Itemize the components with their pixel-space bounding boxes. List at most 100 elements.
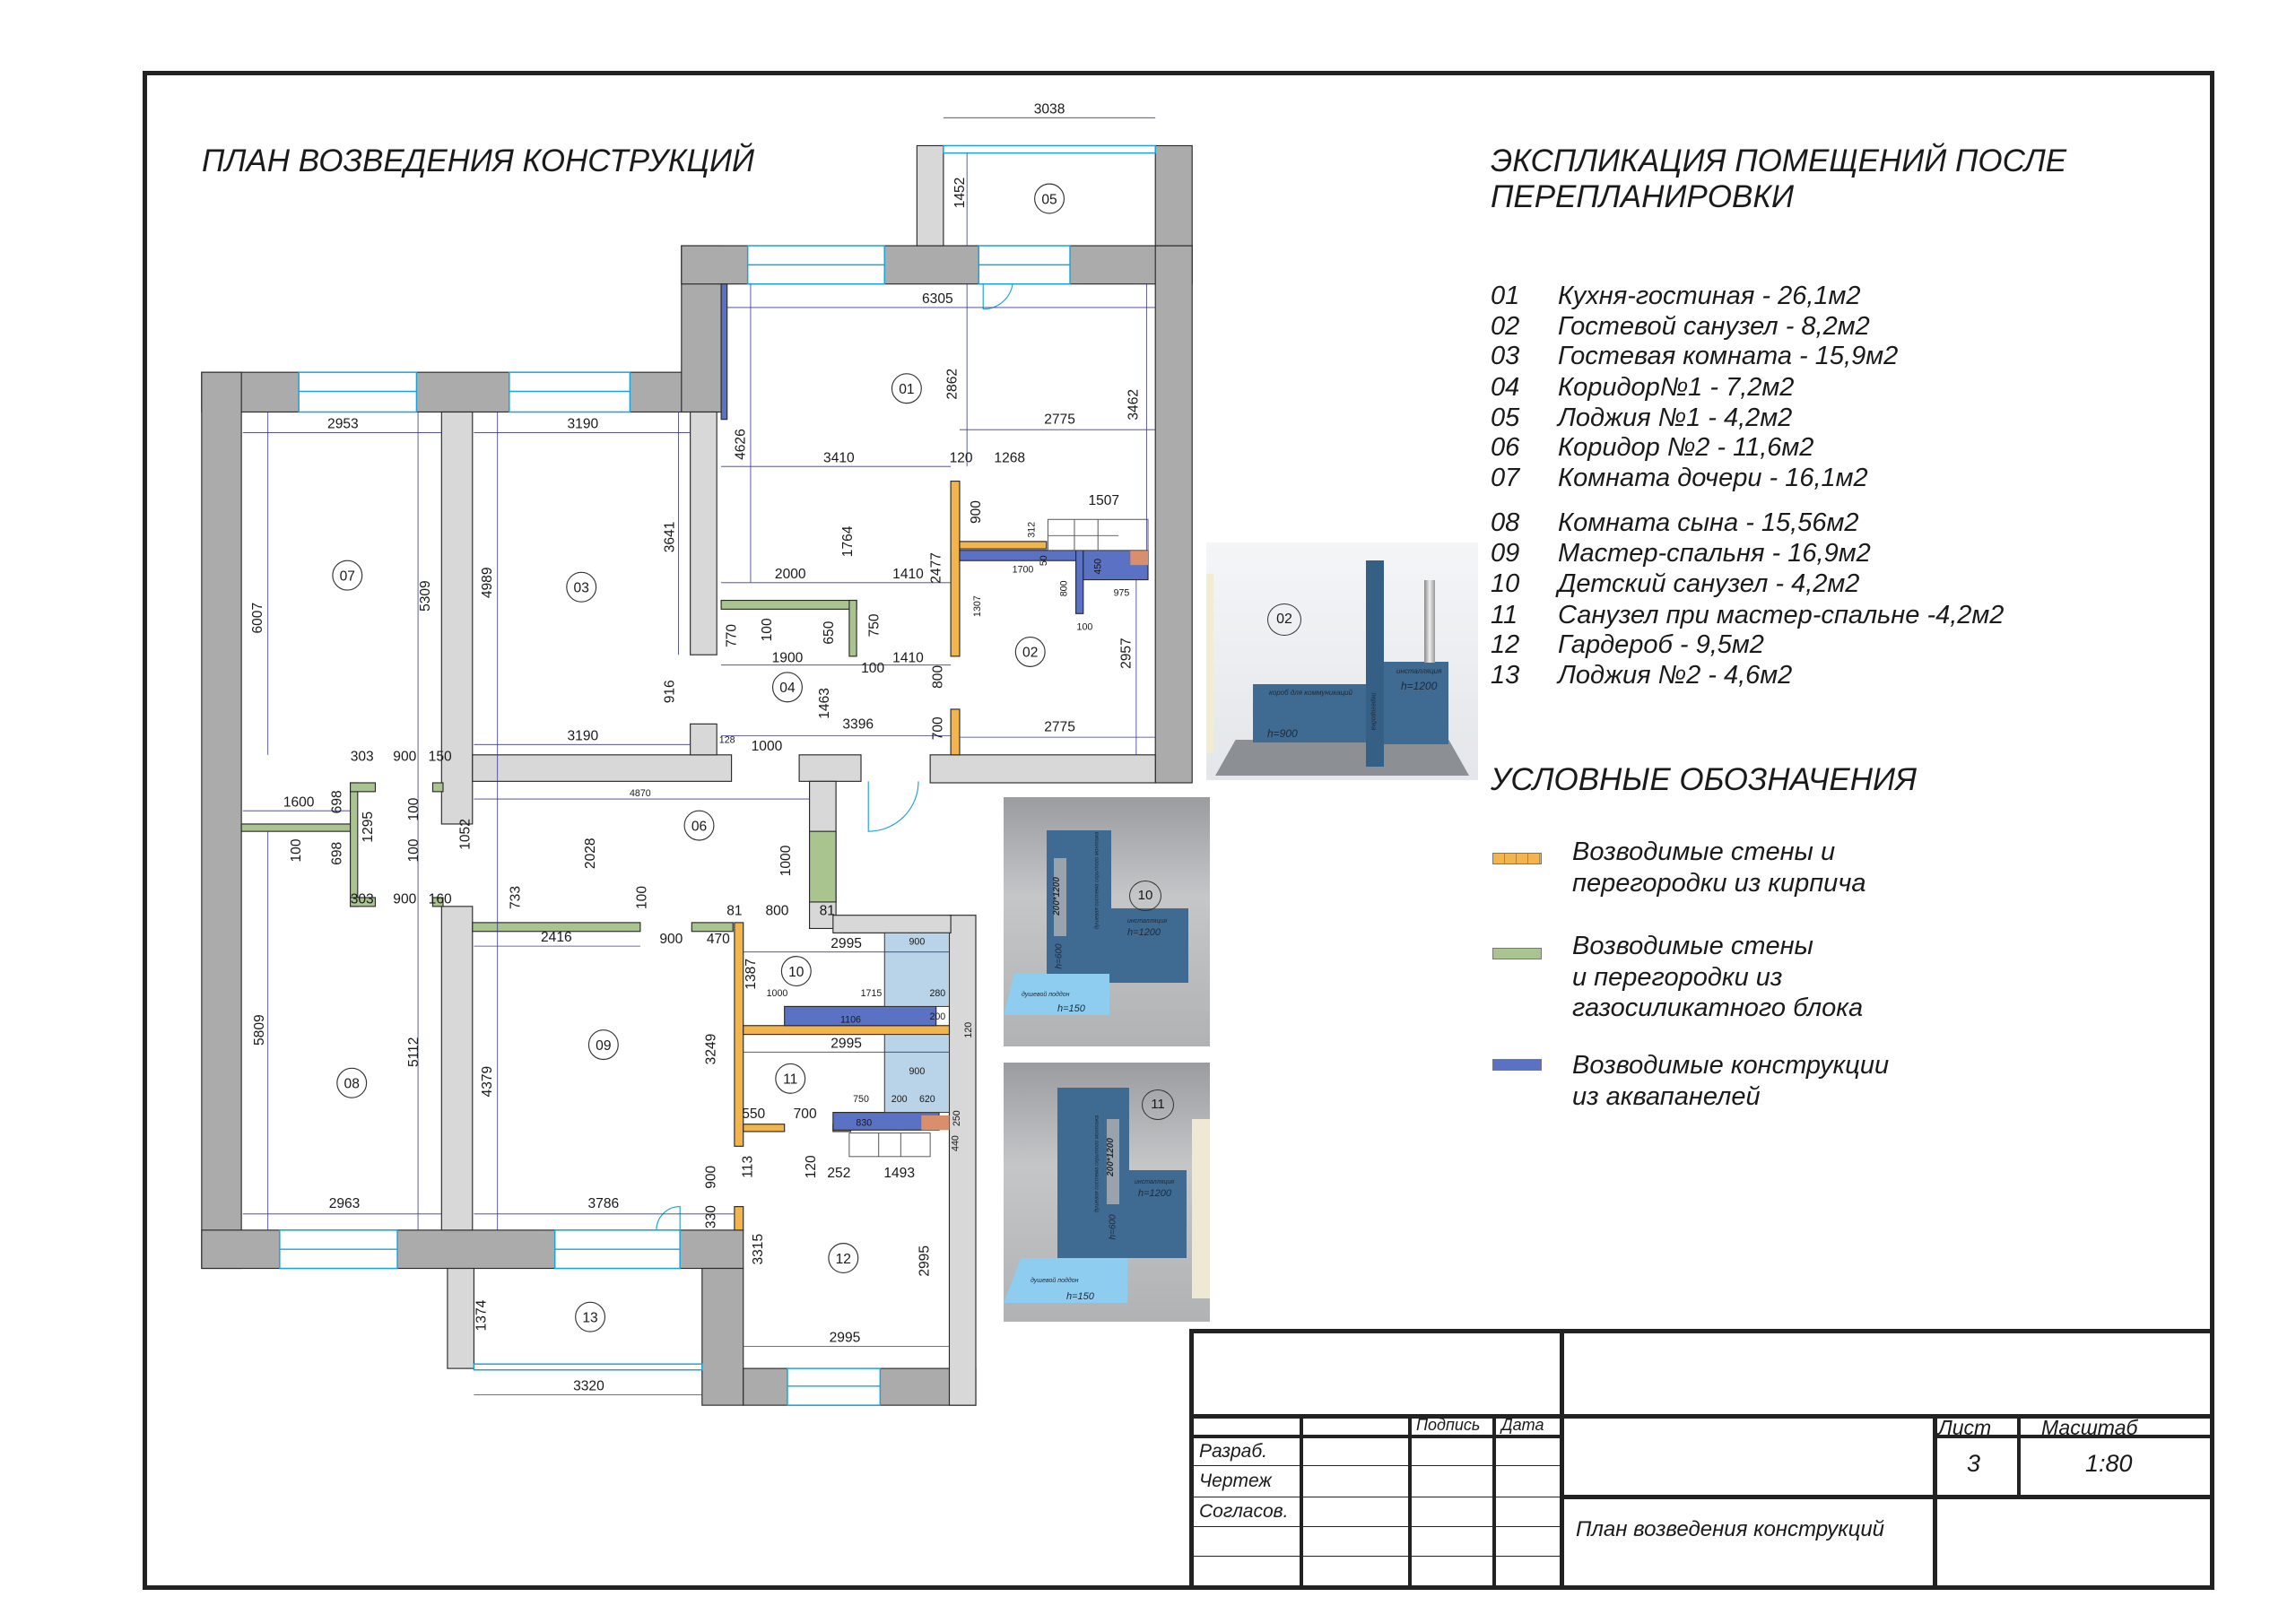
dimension-label: 698 [330,842,345,865]
room-marker-label: 06 [691,819,707,834]
dimension-label: 160 [429,892,452,907]
dimension-label: 4989 [480,567,495,598]
dimension-label: 975 [1114,588,1130,599]
dimension-label: 1493 [883,1166,915,1181]
render-room-02: 02 короб для коммуникаций h=900 инсталля… [1206,542,1478,780]
room-marker-label: 10 [788,965,804,980]
room-marker-circle [1014,636,1046,667]
dimension-label: 2953 [327,417,359,432]
dimension-label: 5112 [406,1037,422,1068]
col-sign-label: Подпись [1416,1416,1481,1434]
dimension-label: 2862 [945,369,961,400]
dimension-label: 3249 [704,1034,719,1065]
dimension-label: 50 [1039,555,1049,566]
dimension-label: 698 [330,790,345,813]
dimension-label: 3641 [663,522,678,553]
legend-gasblock-swatch [1492,948,1542,959]
dimension-label: 900 [659,932,683,947]
dimension-label: 1452 [952,178,968,209]
dimension-lines [242,117,1156,1396]
gas-block-walls [240,599,857,933]
dimension-label: 2963 [329,1196,361,1211]
room-marker-label: 05 [1041,192,1057,207]
dimension-label: 770 [725,624,740,647]
render-label: инсталляция [1127,918,1168,924]
dimension-label: 900 [909,1066,925,1077]
title-block: Подпись Дата Разраб. Чертеж Согласов. Ли… [1189,1329,2213,1586]
dimension-label: 6305 [922,291,953,307]
render-label: h=150 [1066,1291,1094,1302]
dimension-label: 1307 [972,595,983,617]
room-name-area: Детский санузел - 4,2м2 [1558,569,1860,598]
dimension-label: 128 [719,735,735,746]
room-marker-label: 11 [783,1072,797,1088]
room-marker-label: 09 [596,1038,611,1054]
dimension-label: 100 [861,661,884,676]
render-label: инсталляция [1135,1179,1175,1185]
dimension-label: 3315 [751,1234,766,1265]
room-number: 01 [1491,282,1520,310]
room-marker-label: 01 [899,382,914,397]
render-label: h=1200 [1127,927,1161,938]
dimension-label: 3396 [842,716,874,732]
dimension-label: 1000 [752,739,783,754]
dimension-label: 312 [1027,522,1038,538]
render-label: инсталляция [1396,667,1442,675]
drawing-frame [143,71,2214,1590]
room-name-area: Коридор №2 - 11,6м2 [1558,433,1814,462]
dimension-label: 900 [909,937,925,948]
dimension-label: 5309 [418,580,433,612]
room-number: 10 [1491,569,1520,598]
dimension-label: 650 [822,621,837,644]
dimension-label: 120 [950,450,973,465]
dimension-label: 733 [508,886,523,909]
dimension-label: 2775 [1044,412,1075,428]
room-marker-circle [336,1067,368,1098]
dimension-label: 120 [804,1155,819,1178]
dimension-label: 1507 [1088,493,1119,508]
room-number: 12 [1491,630,1520,659]
dimension-label: 1463 [817,688,832,719]
dimension-label: 900 [393,892,416,907]
room-marker-circle [771,672,803,703]
dimension-label: 750 [853,1094,869,1105]
room-name-area: Санузел при мастер-спальне -4,2м2 [1558,601,2005,629]
dimension-label: 81 [820,904,835,919]
render-label: короб для коммуникаций [1269,689,1352,697]
dimension-label: 3320 [573,1379,604,1394]
dimension-label: 2416 [541,930,572,945]
dimension-label: 800 [930,665,945,689]
sheet-label: Лист [1938,1416,1992,1439]
room-number: 08 [1491,508,1520,537]
dimension-label: 1764 [840,525,856,557]
room-marker-label: 08 [344,1077,360,1092]
dimension-label: 3038 [1034,101,1065,117]
dimension-label: 1410 [892,567,924,582]
room-number: 03 [1491,342,1520,370]
dimension-label: 113 [741,1156,756,1178]
dimension-label: 620 [919,1094,935,1105]
kitchen-counter [848,518,1149,1158]
dimension-label: 3462 [1126,389,1142,421]
room-marker-label: 07 [340,568,355,584]
room-name-area: Гостевой санузел - 8,2м2 [1558,312,1870,341]
scale-value: 1:80 [2085,1450,2133,1477]
dimension-label: 1000 [778,845,794,876]
room-number: 02 [1491,312,1520,341]
room-marker-label: 04 [779,681,796,696]
room-marker-label: 13 [582,1310,597,1325]
dimension-label: 2028 [583,838,598,869]
dimension-label: 1295 [361,812,376,843]
room-marker-circle [575,1301,606,1332]
scale-label: Масштаб [2041,1416,2138,1439]
dimension-label: 1900 [772,650,804,665]
dimension-label: 1106 [840,1014,861,1025]
room-name-area: Коридор№1 - 7,2м2 [1558,373,1795,402]
room-marker-circle [1034,183,1065,214]
dimension-label: 303 [351,892,374,907]
dimension-label: 3190 [568,417,599,432]
render-label: душевой поддон [1031,1278,1079,1284]
dimension-label: 3190 [568,728,599,743]
dimension-label: 2995 [831,1036,862,1051]
